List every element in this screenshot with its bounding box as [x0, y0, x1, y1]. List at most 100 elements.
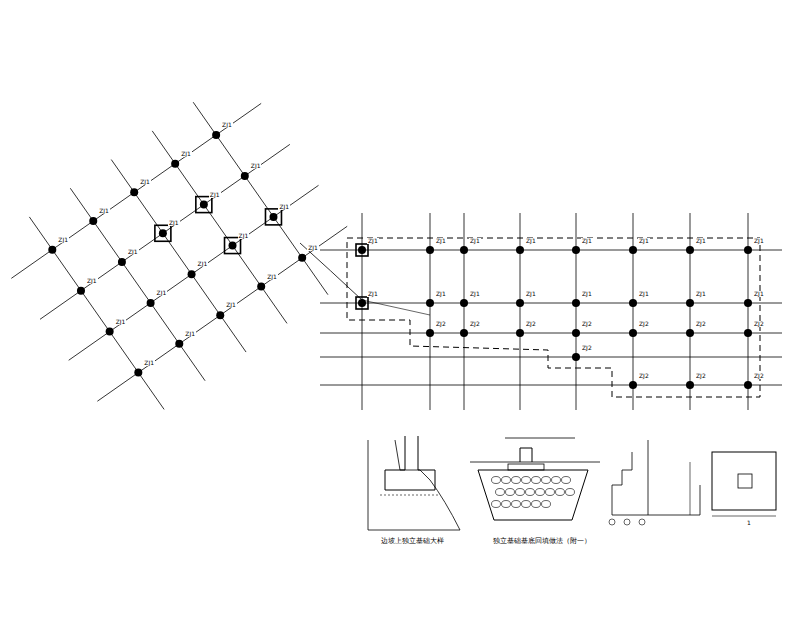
footing-mark: ZJ2 [695, 373, 707, 379]
rubble-stone [492, 501, 501, 508]
rubble-pit [478, 470, 588, 520]
rubble-stone [546, 489, 555, 496]
grid-line [29, 217, 164, 410]
column-footing [269, 213, 277, 221]
step-section [612, 452, 700, 515]
rubble-stone [556, 489, 565, 496]
footing-mark: ZJ1 [225, 302, 237, 308]
column-footing [134, 369, 142, 377]
footing-mark: ZJ1 [367, 238, 379, 244]
column-footing [686, 381, 694, 389]
column-footing [629, 246, 637, 254]
footing-mark: ZJ2 [638, 321, 650, 327]
footing-mark: ZJ1 [127, 249, 139, 255]
dimension-line [505, 438, 575, 439]
footing-mark: ZJ1 [435, 238, 447, 244]
footing-mark: ZJ1 [581, 291, 593, 297]
footing-mark: ZJ2 [638, 373, 650, 379]
footing-mark: ZJ2 [525, 321, 537, 327]
column-footing [229, 242, 237, 250]
rubble-stone [562, 477, 571, 484]
footing-mark: ZJ2 [435, 321, 447, 327]
grid-line [362, 213, 363, 410]
footing-mark: ZJ2 [753, 321, 765, 327]
column-footing [629, 329, 637, 337]
footing-mark: ZJ1 [695, 291, 707, 297]
column-footing [358, 246, 366, 254]
footing-mark: ZJ1 [435, 291, 447, 297]
column-footing [216, 311, 224, 319]
footing-outline [155, 225, 171, 241]
dimension-line [712, 516, 776, 517]
column-footing [212, 131, 220, 139]
column-footing [516, 246, 524, 254]
rubble-stone [542, 477, 551, 484]
column-footing [744, 246, 752, 254]
column-footing [744, 299, 752, 307]
footing-outline [356, 244, 368, 256]
footing-mark: ZJ2 [469, 321, 481, 327]
column-footing [48, 246, 56, 254]
grid-line [70, 188, 205, 381]
footing-mark: ZJ1 [469, 291, 481, 297]
column-footing [175, 340, 183, 348]
column-stub [520, 448, 532, 462]
rubble-stone [522, 477, 531, 484]
column-footing [130, 188, 138, 196]
column-footing [460, 246, 468, 254]
rubble-stone [512, 477, 521, 484]
column-footing [118, 258, 126, 266]
column-footing [516, 329, 524, 337]
column-footing [744, 329, 752, 337]
footing-mark: ZJ1 [156, 290, 168, 296]
footing-plan [712, 452, 776, 510]
slope-profile [368, 440, 460, 530]
footing-mark: ZJ1 [180, 151, 192, 157]
footing-mark: ZJ1 [197, 261, 209, 267]
rubble-stone [566, 489, 575, 496]
footing-mark: ZJ2 [581, 345, 593, 351]
column-footing [171, 160, 179, 168]
grid-line [193, 102, 328, 295]
footing-mark: ZJ1 [367, 291, 379, 297]
footing-mark: ZJ2 [581, 321, 593, 327]
rubble-stone [502, 501, 511, 508]
column-footing [426, 329, 434, 337]
footing-outline [225, 238, 241, 254]
footing-mark: ZJ1 [753, 238, 765, 244]
column-line [648, 440, 649, 515]
column-plan [738, 474, 752, 488]
footing-mark: ZJ1 [638, 291, 650, 297]
column-footing [147, 299, 155, 307]
footing-mark: ZJ1 [307, 245, 319, 251]
footing-mark: ZJ1 [525, 238, 537, 244]
footing-outline [196, 197, 212, 213]
footing-mark: ZJ1 [638, 238, 650, 244]
footing-outline [356, 297, 368, 309]
section-mark: 1 [746, 520, 752, 526]
axis-bubble [609, 519, 615, 525]
footing-mark: ZJ1 [695, 238, 707, 244]
footing-mark: ZJ1 [266, 274, 278, 280]
slope-line [300, 243, 362, 300]
grid-line [320, 357, 782, 358]
column-footing [426, 299, 434, 307]
footing-mark: ZJ1 [469, 238, 481, 244]
footing-mark: ZJ1 [143, 360, 155, 366]
column-footing [572, 246, 580, 254]
footing-mark: ZJ1 [209, 192, 221, 198]
footing-mark: ZJ1 [221, 122, 233, 128]
ground-line [470, 462, 600, 463]
rubble-stone [506, 489, 515, 496]
column-footing [426, 246, 434, 254]
grid-line [690, 213, 691, 410]
column-footing [460, 299, 468, 307]
footing-mark: ZJ1 [184, 331, 196, 337]
rubble-stone [536, 489, 545, 496]
rubble-stone [526, 489, 535, 496]
column-footing [159, 229, 167, 237]
rubble-stone [496, 489, 505, 496]
column-footing [629, 381, 637, 389]
column-footing [572, 329, 580, 337]
rubble-stone [512, 501, 521, 508]
